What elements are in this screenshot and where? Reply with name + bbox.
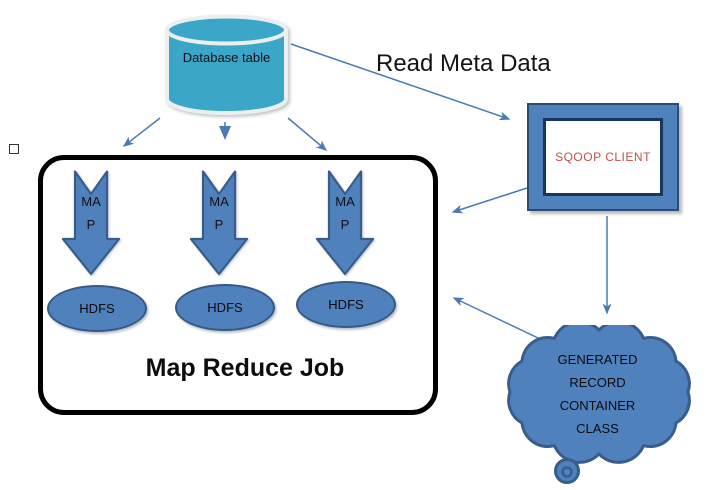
map-reduce-job-box: [38, 155, 438, 415]
generated-record-cloud: [507, 325, 691, 484]
small-square-shape: [9, 144, 19, 154]
hdfs-node-3: HDFS: [296, 281, 396, 328]
hdfs-node-2: HDFS: [175, 284, 275, 331]
map-arrow-1: [61, 170, 121, 276]
read-meta-data-label: Read Meta Data: [376, 50, 551, 77]
map-reduce-job-title: Map Reduce Job: [145, 354, 345, 382]
sqoop-client-label: SQOOP CLIENT: [555, 150, 651, 164]
map-arrow-1-label: MA P: [81, 194, 101, 232]
map-arrow-3-label: MA P: [335, 194, 355, 232]
sqoop-client-inner-panel: SQOOP CLIENT: [543, 118, 663, 196]
database-cylinder: [165, 14, 288, 115]
database-label: Database table: [182, 50, 271, 65]
arrow-db-to-box-right: [287, 117, 328, 151]
arrow-db-to-box-left: [122, 117, 161, 147]
generated-record-cloud-label: GENERATED RECORD CONTAINER CLASS: [557, 352, 638, 436]
arrow-sqoop-to-box: [451, 187, 528, 214]
hdfs-node-1: HDFS: [47, 285, 147, 332]
sqoop-client-box: SQOOP CLIENT: [527, 103, 679, 211]
map-arrow-2: [189, 170, 249, 276]
map-arrow-3: [315, 170, 375, 276]
map-arrow-2-label: MA P: [209, 194, 229, 232]
arrow-db-to-sqoop: [290, 43, 511, 121]
